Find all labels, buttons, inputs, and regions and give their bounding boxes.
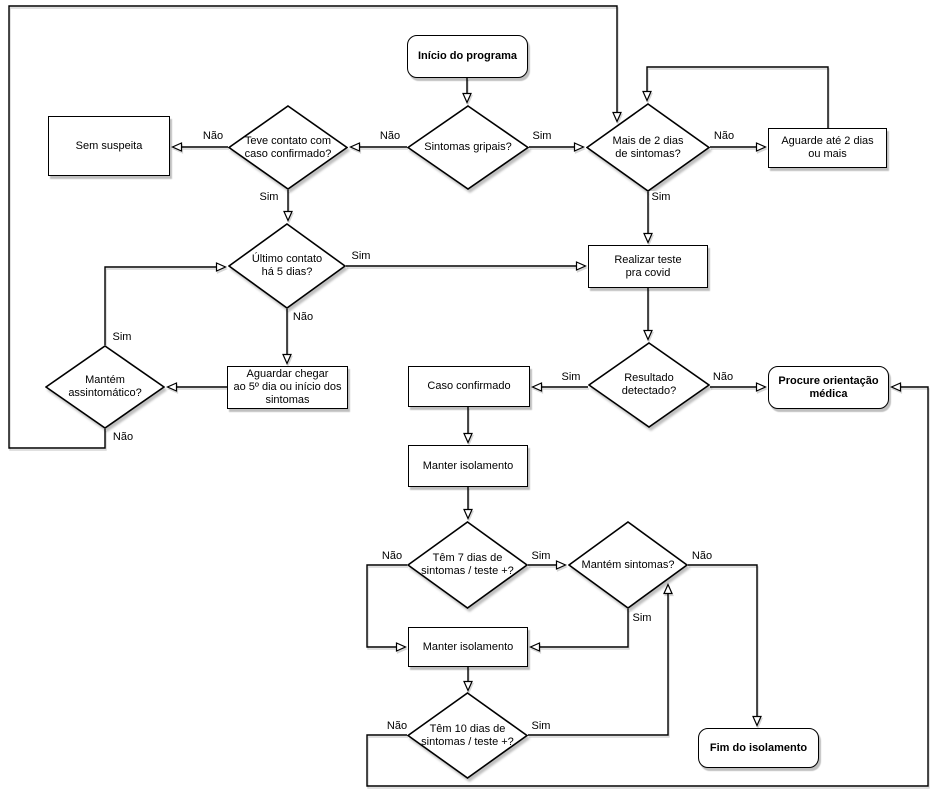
- diamond-shape: [228, 105, 348, 190]
- edge-label-mantem-sintomas-nao: Não: [689, 550, 715, 562]
- edge-tem-10-dias-nao: [366, 382, 929, 787]
- node-label: Mantém sintomas?: [581, 558, 675, 571]
- node-manter-isolamento-1: Manter isolamento: [408, 445, 528, 487]
- edge-tem-10-dias-sim: [528, 583, 673, 736]
- edge-aguarde-loop-para-mais-2-dias: [642, 66, 829, 128]
- node-label: Sintomas gripais?: [424, 141, 512, 153]
- edge-mantem-sintomas-sim: [529, 609, 629, 652]
- diamond-shape: [588, 342, 710, 428]
- edge-label-assintomatico-sim: Sim: [110, 331, 134, 343]
- node-label: Sem suspeita: [75, 139, 143, 152]
- diamond-shape: [407, 521, 528, 609]
- node-sem-suspeita: Sem suspeita: [48, 116, 170, 176]
- edge-label-ultimo-contato-nao: Não: [290, 311, 316, 323]
- diamond-shape: [228, 223, 346, 309]
- edge-label-ultimo-contato-sim: Sim: [349, 250, 373, 262]
- node-mantem-sintomas: Mantém sintomas?: [568, 521, 688, 609]
- edge-label-resultado-nao: Não: [710, 371, 736, 383]
- edge-mantem-sintomas-nao: [688, 564, 762, 727]
- edge-label-tem-10-dias-nao: Não: [384, 720, 410, 732]
- node-sintomas-gripais: Sintomas gripais?: [407, 105, 529, 190]
- node-label: Manter isolamento: [422, 640, 514, 653]
- edge-label-mais-2-dias-nao: Não: [711, 130, 737, 142]
- diamond-shape: [407, 692, 528, 779]
- edge-tem-7-dias-nao: [366, 564, 407, 652]
- node-manter-isolamento-2: Manter isolamento: [408, 627, 528, 667]
- node-label: Caso confirmado: [427, 380, 511, 392]
- edge-label-assintomatico-nao: Não: [110, 431, 136, 443]
- edge-label-tem-7-dias-nao: Não: [379, 550, 405, 562]
- edge-label-tem-10-dias-sim: Sim: [529, 720, 553, 732]
- node-label: Manter isolamento: [422, 459, 514, 472]
- node-label: Início do programa: [417, 50, 517, 62]
- node-caso-confirmado: Caso confirmado: [408, 366, 530, 407]
- diamond-shape: [45, 345, 165, 429]
- edge-label-mais-2-dias-sim: Sim: [649, 191, 673, 203]
- edge-assintomatico-sim: [104, 262, 227, 345]
- node-label: Fim do isolamento: [709, 741, 808, 754]
- node-fim-do-isolamento: Fim do isolamento: [698, 728, 819, 768]
- edge-label-sintomas-sim: Sim: [530, 130, 554, 142]
- edge-label-resultado-sim: Sim: [559, 371, 583, 383]
- edge-label-sintomas-nao: Não: [377, 130, 403, 142]
- edge-label-teve-contato-nao: Não: [200, 130, 226, 142]
- diamond-shape: [568, 521, 688, 609]
- node-inicio-do-programa: Início do programa: [407, 35, 528, 78]
- diamond-shape: [586, 103, 710, 192]
- diamond-shape: [407, 105, 529, 190]
- edge-label-mantem-sintomas-sim: Sim: [630, 612, 654, 624]
- edge-label-teve-contato-sim: Sim: [257, 191, 281, 203]
- edge-label-tem-7-dias-sim: Sim: [529, 550, 553, 562]
- edge-assintomatico-nao: [8, 5, 622, 449]
